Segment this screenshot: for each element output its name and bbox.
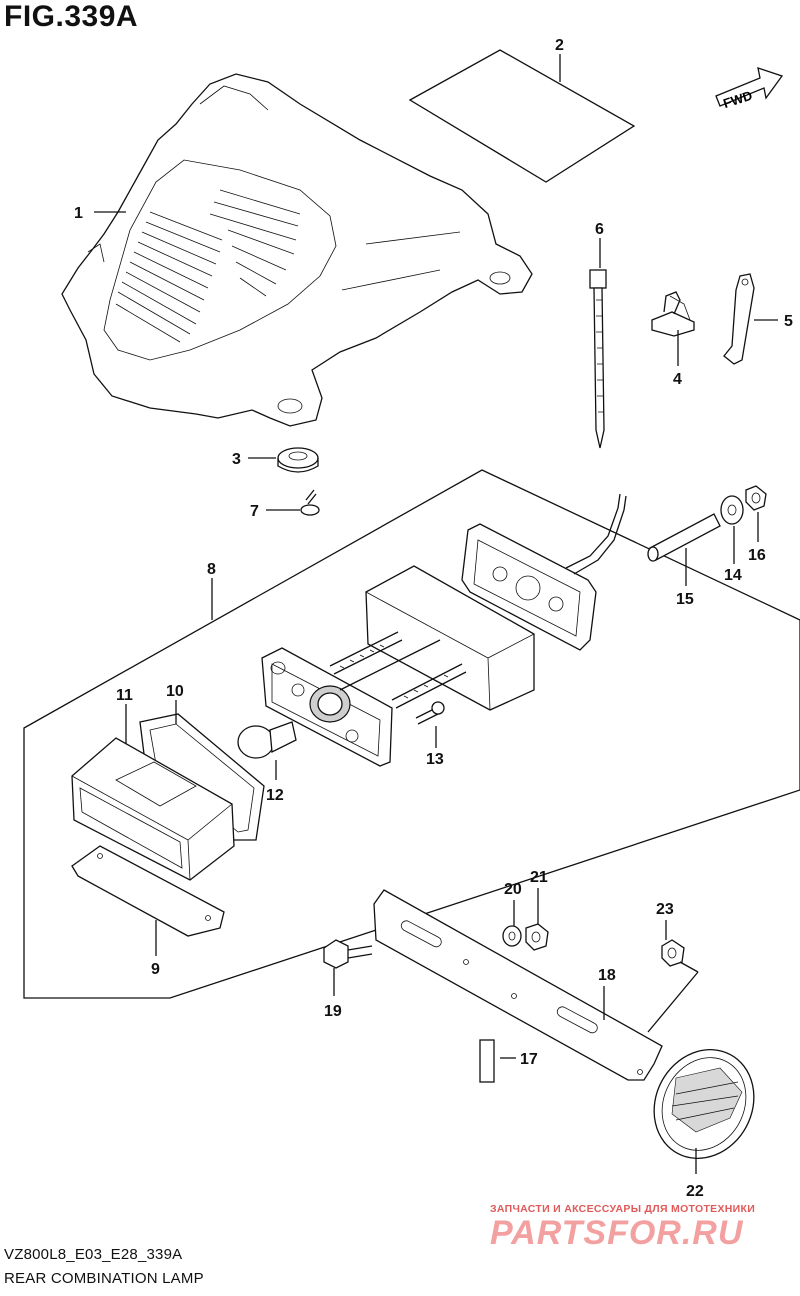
callout-10: 10 bbox=[166, 683, 184, 700]
part-15-spacer bbox=[647, 513, 721, 562]
callout-2: 2 bbox=[555, 37, 564, 54]
callout-19: 19 bbox=[324, 1003, 342, 1020]
part-19-bolt bbox=[323, 939, 373, 969]
fwd-arrow: FWD bbox=[715, 67, 784, 111]
part-20-washer bbox=[502, 925, 522, 947]
callout-7: 7 bbox=[250, 503, 259, 520]
watermark-tagline: ЗАПЧАСТИ И АКСЕССУАРЫ ДЛЯ МОТОТЕХНИКИ bbox=[490, 1203, 756, 1215]
callout-11: 11 bbox=[116, 687, 133, 704]
part-2-sheet bbox=[408, 49, 636, 183]
figure-title: FIG.339A bbox=[4, 0, 139, 33]
callout-15: 15 bbox=[676, 591, 694, 608]
callout-12: 12 bbox=[266, 787, 284, 804]
lamp-base-gasket bbox=[461, 493, 627, 651]
part-5-clamp bbox=[723, 273, 755, 365]
callout-9: 9 bbox=[151, 961, 160, 978]
part-22-reflector bbox=[653, 1049, 755, 1159]
part-18-bracket bbox=[373, 889, 663, 1081]
figure-code: VZ800L8_E03_E28_339A bbox=[4, 1246, 183, 1263]
part-1-rear-fender bbox=[61, 73, 533, 427]
watermark-logo: PARTSFOR.RU bbox=[490, 1214, 744, 1252]
part-12-bulb bbox=[237, 721, 297, 759]
part-3-grommet bbox=[277, 447, 319, 473]
callout-17: 17 bbox=[520, 1051, 538, 1068]
callout-1: 1 bbox=[74, 205, 83, 222]
part-17-label bbox=[479, 1039, 495, 1083]
callout-4: 4 bbox=[673, 371, 682, 388]
callout-13: 13 bbox=[426, 751, 444, 768]
callout-8: 8 bbox=[207, 561, 216, 578]
callout-6: 6 bbox=[595, 221, 604, 238]
callout-3: 3 bbox=[232, 451, 241, 468]
part-4-clamp bbox=[651, 291, 695, 337]
callout-22: 22 bbox=[686, 1183, 704, 1200]
lamp-holder bbox=[261, 631, 467, 767]
lamp-body bbox=[365, 565, 535, 711]
part-23-nut bbox=[661, 939, 685, 967]
callout-20: 20 bbox=[504, 881, 522, 898]
part-14-washer bbox=[720, 495, 744, 525]
part-16-nut bbox=[745, 485, 767, 511]
figure-caption: REAR COMBINATION LAMP bbox=[4, 1270, 204, 1287]
callout-21: 21 bbox=[530, 869, 548, 886]
callout-5: 5 bbox=[784, 313, 793, 330]
callout-labels: 1 2 3 4 5 6 7 8 9 10 11 12 13 14 15 16 1… bbox=[74, 37, 793, 1200]
part-13-screw bbox=[415, 701, 445, 725]
part-7-screw bbox=[300, 489, 320, 516]
callout-18: 18 bbox=[598, 967, 616, 984]
part-21-nut bbox=[525, 923, 549, 951]
part-6-cable-tie bbox=[589, 269, 607, 449]
part-9-plate bbox=[71, 845, 225, 937]
part-11-lens bbox=[71, 737, 235, 881]
callout-14: 14 bbox=[724, 567, 742, 584]
callout-23: 23 bbox=[656, 901, 674, 918]
leader-lines bbox=[94, 54, 778, 1174]
callout-16: 16 bbox=[748, 547, 766, 564]
part-8-assembly-box bbox=[23, 469, 800, 999]
